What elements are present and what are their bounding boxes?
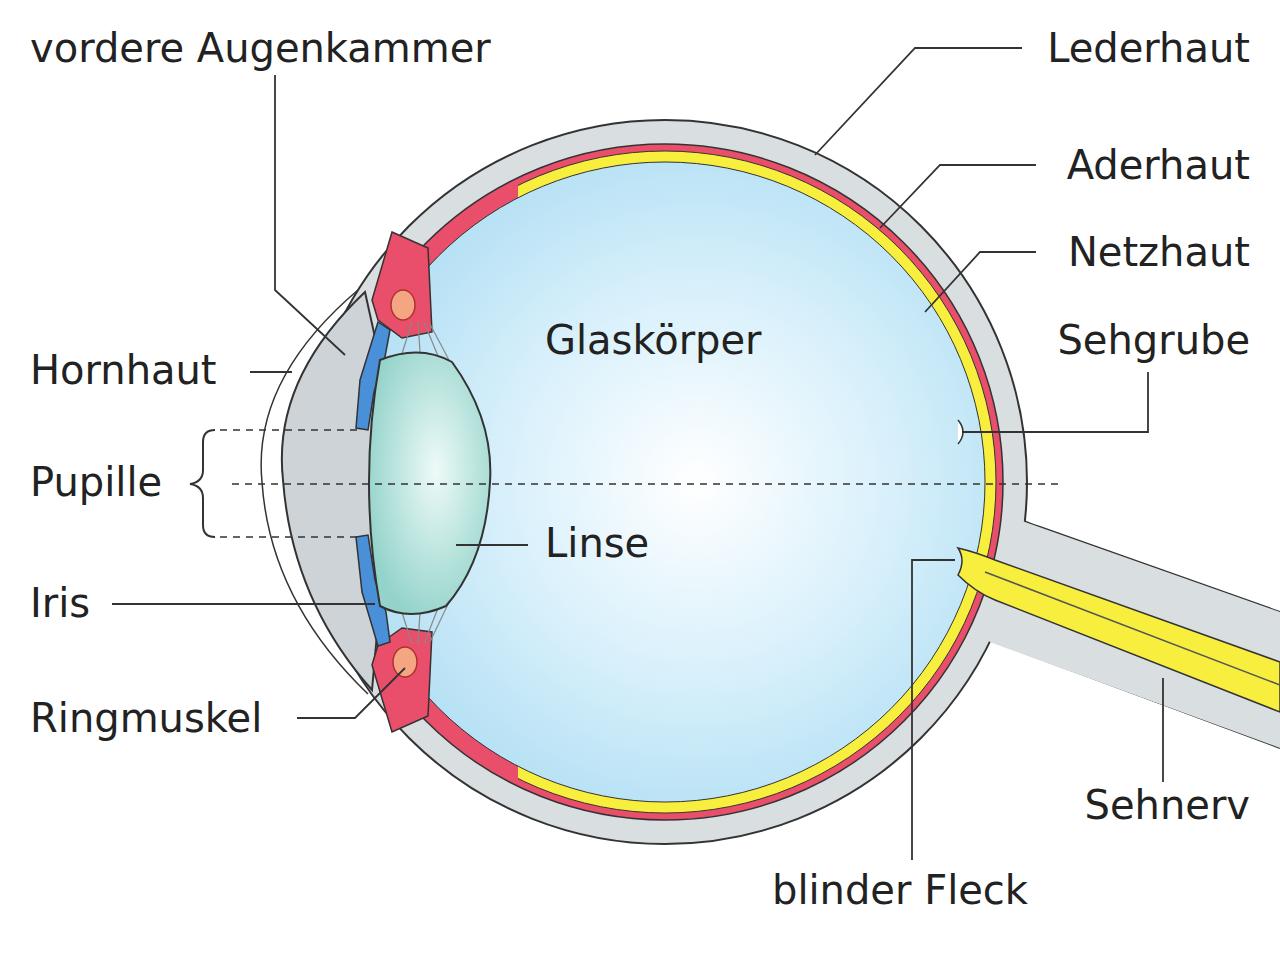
pupil-bracket <box>190 430 215 537</box>
lens <box>369 352 490 614</box>
nerve-fibers <box>958 548 1280 712</box>
ring-muscle <box>391 290 415 320</box>
sclera <box>303 120 1027 844</box>
ciliary-body <box>372 232 432 338</box>
leader-lines <box>112 48 1163 860</box>
cornea <box>282 292 380 690</box>
part-label: Ringmuskel <box>30 693 262 743</box>
retina <box>518 151 996 813</box>
part-label: Glaskörper <box>545 315 762 365</box>
part-label: Netzhaut <box>1068 227 1250 277</box>
nerve-center <box>985 572 1280 685</box>
part-label: Lederhaut <box>1047 23 1250 73</box>
part-label: Hornhaut <box>30 345 217 395</box>
part-label: Sehnerv <box>1085 780 1250 830</box>
part-label: Pupille <box>30 457 162 507</box>
part-label: blinder Fleck <box>772 865 1028 915</box>
part-label: Aderhaut <box>1067 140 1250 190</box>
part-label: Sehgrube <box>1057 315 1250 365</box>
ring-muscle <box>393 647 417 677</box>
part-label: Iris <box>30 578 90 628</box>
vitreous-body <box>376 162 985 802</box>
part-label: Linse <box>545 518 649 568</box>
part-label: vordere Augenkammer <box>30 23 491 73</box>
tear-film <box>261 290 368 694</box>
